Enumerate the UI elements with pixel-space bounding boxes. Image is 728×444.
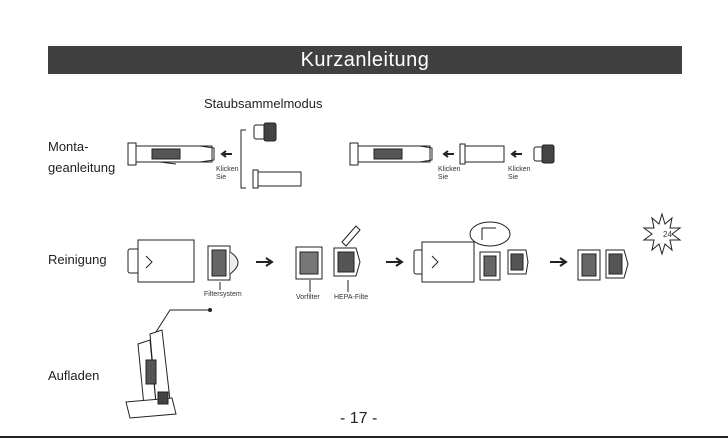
bottom-divider [0, 436, 728, 438]
vacuum-charging-icon [126, 330, 176, 418]
charging-cable [156, 310, 208, 332]
page-number: - 17 - [340, 410, 377, 428]
